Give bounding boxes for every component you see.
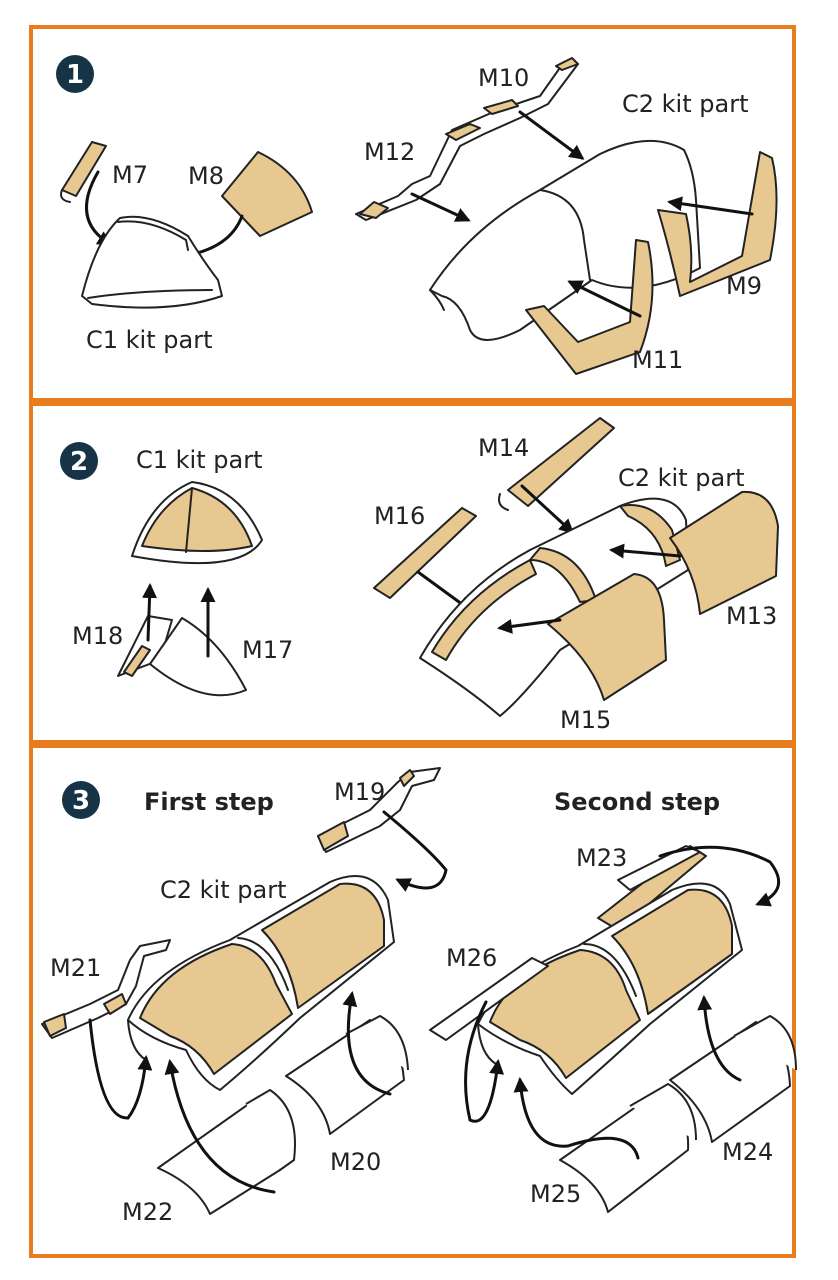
mask-m26	[429, 957, 549, 1041]
mask-m12-a	[359, 201, 389, 219]
c2-kit-part	[429, 140, 701, 341]
mask-m10-a	[483, 99, 519, 115]
label-m12: M12	[364, 138, 415, 166]
label-c1: C1 kit part	[86, 326, 212, 354]
label-c2: C2 kit part	[618, 464, 744, 492]
c1-kit-part	[81, 215, 223, 309]
label-c2: C2 kit part	[622, 90, 748, 118]
step-1: 1 M7 M8 C1 kit part M10 M12 C2 kit part	[56, 55, 778, 375]
mask-m21	[41, 939, 171, 1039]
mask-m14	[507, 417, 615, 507]
label-m9: M9	[726, 272, 762, 300]
label-m26: M26	[446, 944, 497, 972]
step-2-number: 2	[70, 447, 88, 477]
step-2-badge	[60, 442, 98, 480]
step-3-frame	[29, 744, 796, 1258]
label-m15: M15	[560, 706, 611, 734]
mask-m7	[61, 141, 107, 197]
step-3: 3 First step Second step M19 C2 kit part…	[41, 767, 797, 1226]
label-m14: M14	[478, 434, 529, 462]
mask-m10-b	[555, 57, 579, 71]
step-2-frame	[29, 402, 796, 744]
label-m25: M25	[530, 1180, 581, 1208]
label-m20: M20	[330, 1148, 381, 1176]
step-3-badge	[62, 781, 100, 819]
mask-c1-windows	[141, 487, 253, 552]
label-m8: M8	[188, 162, 224, 190]
label-m22: M22	[122, 1198, 173, 1226]
step-1-badge	[56, 55, 94, 93]
mask-canopy-second-b	[611, 888, 733, 1015]
mask-m11	[525, 239, 654, 375]
label-m16: M16	[374, 502, 425, 530]
label-m11: M11	[632, 346, 683, 374]
label-m13: M13	[726, 602, 777, 630]
second-step-title: Second step	[554, 788, 720, 816]
mask-canopy-first-a	[139, 943, 293, 1075]
mask-m17	[149, 617, 247, 697]
step-1-number: 1	[66, 60, 84, 90]
step-3-number: 3	[72, 786, 90, 816]
mask-m16	[373, 507, 477, 599]
label-m17: M17	[242, 636, 293, 664]
mask-canopy-first-b	[261, 882, 385, 1009]
mask-m9	[657, 151, 778, 297]
label-m18: M18	[72, 622, 123, 650]
mask-m13	[669, 490, 779, 615]
label-m10: M10	[478, 64, 529, 92]
label-m7: M7	[112, 161, 148, 189]
mask-c2-frame	[431, 559, 537, 661]
label-m23: M23	[576, 844, 627, 872]
label-c1: C1 kit part	[136, 446, 262, 474]
label-m19: M19	[334, 778, 385, 806]
mask-m19	[317, 767, 441, 853]
label-m24: M24	[722, 1138, 773, 1166]
mask-m12-b	[445, 123, 481, 141]
first-step-title: First step	[144, 788, 274, 816]
label-m21: M21	[50, 954, 101, 982]
mask-m8	[221, 151, 313, 237]
step-1-frame	[29, 25, 796, 402]
label-c2: C2 kit part	[160, 876, 286, 904]
mask-m15	[547, 573, 667, 701]
step-2: 2 C1 kit part M18 M17 M14 M16 C2 kit par…	[60, 417, 779, 734]
